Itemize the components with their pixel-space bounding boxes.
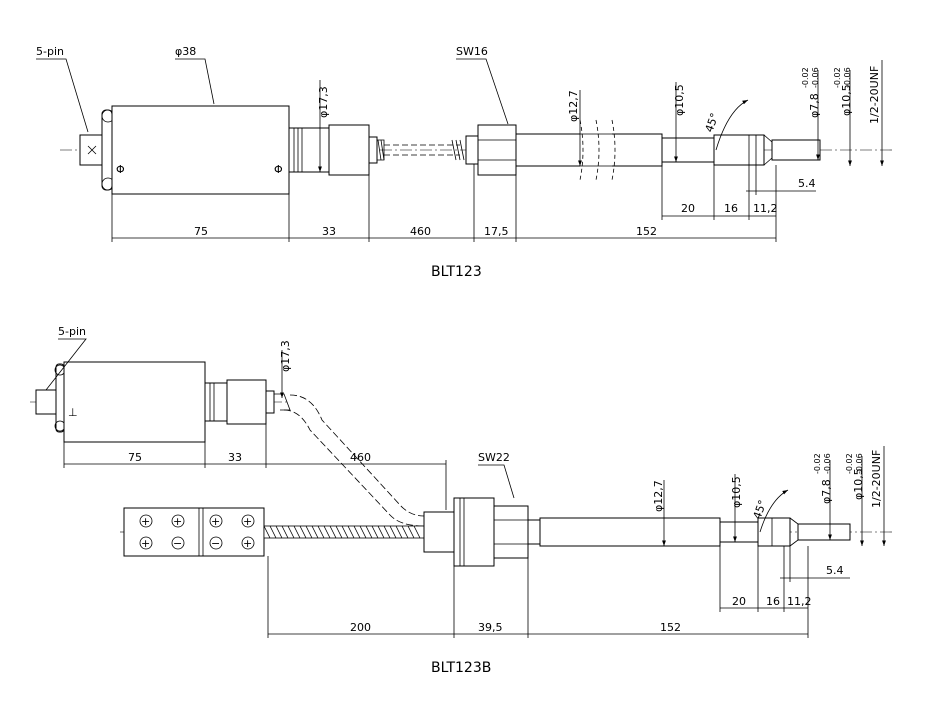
blt123-caption: BLT123 bbox=[431, 264, 482, 280]
svg-text:Φ: Φ bbox=[274, 163, 283, 176]
blt123-connector-label: 5-pin bbox=[36, 45, 64, 58]
blt123b-dim-5-4: 5.4 bbox=[826, 564, 844, 577]
blt123b-dim-16: 16 bbox=[766, 595, 780, 608]
svg-text:−: − bbox=[173, 537, 182, 550]
blt123-dim-11-2: 11,2 bbox=[753, 202, 778, 215]
blt123b-thread-dia-tol-upper: -0.02 bbox=[845, 453, 854, 474]
blt123-dim-17-5: 17,5 bbox=[484, 225, 509, 238]
blt123-probe-dia-label: φ12,7 bbox=[567, 90, 580, 122]
blt123b-probe-dia-label: φ12,7 bbox=[652, 480, 665, 512]
blt123b-drawing: ⊥ + + + − bbox=[30, 325, 892, 676]
blt123b-angle-label: 45° bbox=[751, 498, 770, 521]
blt123b-caption: BLT123B bbox=[431, 660, 491, 676]
blt123b-tip-dia-tol-lower: -0.06 bbox=[823, 453, 832, 474]
blt123b-dim-11-2: 11,2 bbox=[787, 595, 812, 608]
blt123b-dimensions: 75 33 460 200 39,5 152 20 16 11,2 5.4 bbox=[63, 421, 850, 638]
blt123b-thread-label: 1/2-20UNF bbox=[870, 450, 883, 508]
blt123-probe bbox=[515, 119, 821, 181]
blt123-angle-label: 45° bbox=[703, 111, 722, 134]
blt123b-dim-20: 20 bbox=[732, 595, 746, 608]
svg-text:−: − bbox=[211, 537, 220, 550]
blt123b-thread-dia-label: φ10,5 bbox=[852, 468, 865, 500]
blt123b-shaft-dia-label: φ10,5 bbox=[730, 476, 743, 508]
blt123-tip-dia-label: φ7,8 bbox=[808, 93, 821, 118]
blt123-neck-dia-label: φ17,3 bbox=[317, 86, 330, 118]
blt123-dim-33: 33 bbox=[322, 225, 336, 238]
svg-text:+: + bbox=[141, 537, 150, 550]
blt123b-braided-cable bbox=[263, 525, 425, 539]
blt123-wrench-label: SW16 bbox=[456, 45, 488, 58]
svg-text:+: + bbox=[211, 515, 220, 528]
blt123b-dim-33: 33 bbox=[228, 451, 242, 464]
svg-text:+: + bbox=[243, 515, 252, 528]
blt123-dim-152: 152 bbox=[636, 225, 657, 238]
blt123-body-dia-label: φ38 bbox=[175, 45, 196, 58]
blt123b-callouts: 5-pin φ17,3 SW22 φ12,7 φ10,5 45° φ7,8 -0… bbox=[45, 325, 886, 546]
blt123-neck bbox=[288, 124, 385, 176]
blt123-dim-5-4: 5.4 bbox=[798, 177, 816, 190]
blt123b-wrench-nut bbox=[423, 497, 541, 567]
blt123-thread-dia-tol-upper: -0.02 bbox=[833, 67, 842, 88]
blt123-thread-dia-tol-lower: -0.06 bbox=[843, 67, 852, 88]
blt123b-cable bbox=[283, 394, 425, 527]
blt123b-probe bbox=[539, 517, 851, 547]
blt123b-dim-152: 152 bbox=[660, 621, 681, 634]
blt123-thread-dia-label: φ10,5 bbox=[840, 84, 853, 116]
blt123-dim-460: 460 bbox=[410, 225, 431, 238]
svg-text:⊥: ⊥ bbox=[68, 406, 78, 419]
blt123b-neck bbox=[204, 379, 291, 425]
blt123b-dim-200: 200 bbox=[350, 621, 371, 634]
blt123-shaft-dia-label: φ10,5 bbox=[673, 84, 686, 116]
blt123-wrench-nut bbox=[465, 124, 517, 176]
blt123b-tip-dia-tol-upper: -0.02 bbox=[813, 453, 822, 474]
blt123b-dim-460: 460 bbox=[350, 451, 371, 464]
blt123b-dim-39-5: 39,5 bbox=[478, 621, 503, 634]
svg-text:Φ: Φ bbox=[116, 163, 125, 176]
blt123b-connector-label: 5-pin bbox=[58, 325, 86, 338]
blt123b-connector bbox=[35, 363, 66, 433]
blt123-thread-label: 1/2-20UNF bbox=[868, 66, 881, 124]
blt123-cable bbox=[384, 139, 465, 161]
blt123-tip-dia-tol-lower: -0.06 bbox=[811, 67, 820, 88]
blt123-housing bbox=[111, 105, 290, 195]
blt123b-tip-dia-label: φ7,8 bbox=[820, 479, 833, 504]
blt123b-dim-75: 75 bbox=[128, 451, 142, 464]
blt123-dim-75: 75 bbox=[194, 225, 208, 238]
svg-text:+: + bbox=[141, 515, 150, 528]
blt123-dimensions: 75 33 460 17,5 152 20 16 11,2 5.4 bbox=[111, 164, 816, 242]
blt123-dim-20: 20 bbox=[681, 202, 695, 215]
blt123-tip-dia-tol-upper: -0.02 bbox=[801, 67, 810, 88]
blt123b-terminal-block: + + + − + − + + bbox=[123, 507, 265, 557]
blt123b-thread-dia-tol-lower: -0.06 bbox=[855, 453, 864, 474]
svg-text:+: + bbox=[243, 537, 252, 550]
blt123-callouts: 5-pin φ38 φ17,3 SW16 φ12,7 φ10,5 45° φ7,… bbox=[36, 45, 884, 172]
blt123b-housing bbox=[63, 361, 206, 443]
svg-text:+: + bbox=[173, 515, 182, 528]
blt123b-neck-dia-label: φ17,3 bbox=[279, 340, 292, 372]
blt123-drawing: Φ Φ bbox=[36, 45, 892, 280]
blt123-dim-16: 16 bbox=[724, 202, 738, 215]
blt123b-wrench-label: SW22 bbox=[478, 451, 510, 464]
